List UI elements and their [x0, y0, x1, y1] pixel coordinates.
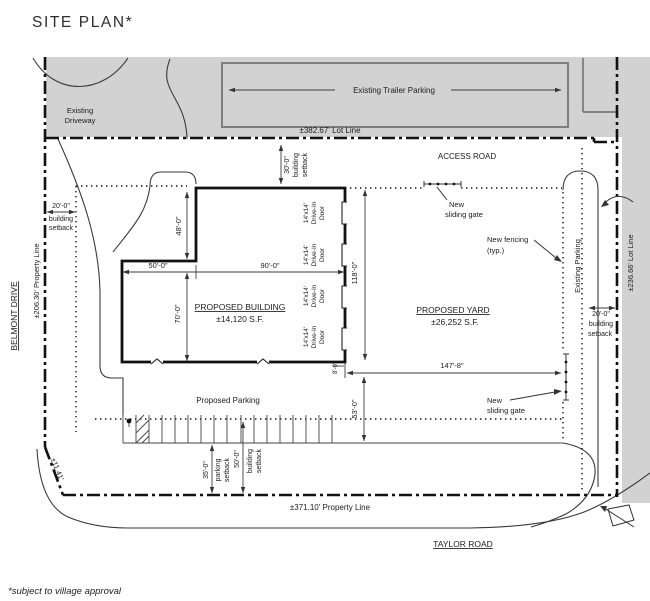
svg-text:sliding gate: sliding gate — [445, 210, 483, 219]
svg-text:Door: Door — [319, 205, 326, 220]
svg-text:14'x14': 14'x14' — [303, 327, 310, 347]
svg-text:Drive-In: Drive-In — [311, 201, 318, 224]
new-sliding-gate-bottom-label: New sliding gate — [487, 396, 525, 415]
dim-70: 70'-0" — [173, 304, 182, 323]
drive-in-door-openings — [341, 201, 347, 351]
svg-text:Drive-In: Drive-In — [311, 325, 318, 348]
svg-text:parking: parking — [215, 458, 222, 481]
svg-text:20'-0": 20'-0" — [52, 203, 70, 210]
sliding-gate-bottom — [509, 353, 569, 401]
dimension-lines — [46, 144, 616, 494]
new-sliding-gate-top-label: New sliding gate — [445, 200, 483, 219]
proposed-parking-stalls — [122, 414, 563, 444]
existing-driveway-label-line1: Existing — [67, 106, 93, 115]
driveway-curb-curves — [32, 57, 197, 415]
access-road-label: ACCESS ROAD — [438, 152, 496, 161]
fencing-leader — [533, 239, 562, 262]
drive-in-door-label-2: 14'x14' Drive-In Door — [303, 243, 326, 266]
svg-text:Drive-In: Drive-In — [311, 243, 318, 266]
existing-driveway-label-line2: Driveway — [65, 116, 96, 125]
page-title: SITE PLAN* — [32, 14, 133, 31]
svg-text:Drive-In: Drive-In — [311, 284, 318, 307]
existing-parking-label: Existing Parking — [573, 239, 582, 293]
drive-in-door-label-4: 14'x14' Drive-In Door — [303, 325, 326, 348]
pole-marker — [126, 418, 132, 424]
lot-line-top-label: ±382.67' Lot Line — [299, 126, 361, 135]
svg-text:35'-0": 35'-0" — [203, 461, 210, 479]
corner-cut-label: ±11.41' — [49, 456, 66, 482]
svg-text:New: New — [449, 200, 465, 209]
svg-text:Door: Door — [319, 329, 326, 344]
svg-text:Door: Door — [319, 247, 326, 262]
svg-text:20'-0": 20'-0" — [592, 311, 610, 318]
road-edge-curves — [36, 442, 650, 529]
proposed-building-area: ±14,120 S.F. — [216, 314, 264, 324]
svg-text:setback: setback — [49, 225, 74, 232]
dim-53: 53'-0" — [350, 399, 359, 418]
property-line-left-label: ±206.30' Property Line — [32, 243, 41, 318]
setback-top-label: 30'-0" building setback — [284, 152, 309, 177]
svg-text:50'-0": 50'-0" — [234, 450, 241, 468]
dim-48: 48'-0" — [174, 216, 183, 235]
hatched-stall — [135, 414, 150, 444]
taylor-road-label: TAYLOR ROAD — [433, 539, 493, 549]
svg-text:New: New — [487, 396, 503, 405]
proposed-building-label: PROPOSED BUILDING — [195, 302, 286, 312]
svg-text:14'x14': 14'x14' — [303, 286, 310, 306]
dim-147: 147'-8" — [440, 361, 464, 370]
svg-text:14'x14': 14'x14' — [303, 245, 310, 265]
setback-left-label: 20'-0" building setback — [49, 203, 74, 232]
svg-text:setback: setback — [256, 448, 263, 473]
setback-parking-label: 35'-0" parking setback — [203, 457, 231, 482]
existing-trailer-parking-area — [221, 58, 616, 128]
svg-text:building: building — [247, 449, 254, 473]
setback-building-south-label: 50'-0" building setback — [234, 448, 263, 473]
existing-trailer-parking-label: Existing Trailer Parking — [353, 86, 435, 95]
drive-in-door-label-1: 14'x14' Drive-In Door — [303, 201, 326, 224]
svg-text:sliding gate: sliding gate — [487, 406, 525, 415]
svg-text:Door: Door — [319, 288, 326, 303]
svg-text:New fencing: New fencing — [487, 235, 528, 244]
belmont-drive-label: BELMONT DRIVE — [9, 281, 19, 351]
svg-text:setback: setback — [224, 457, 231, 482]
property-line-bottom-label: ±371.10' Property Line — [290, 503, 371, 512]
existing-parking-lane-curbs — [562, 170, 599, 487]
dim-8: 8'-0" — [333, 362, 339, 374]
dim-50: 50'-0" — [148, 261, 167, 270]
setback-right-label: 20'-0" building setback — [588, 311, 613, 338]
curb-cut-arc — [601, 195, 634, 207]
svg-text:setback: setback — [302, 152, 309, 177]
svg-text:building: building — [589, 321, 613, 328]
proposed-building-outline — [120, 186, 347, 365]
south-door-notches — [150, 358, 270, 365]
boundary-lines — [43, 57, 619, 497]
traffic-island-symbol — [600, 504, 635, 528]
svg-text:30'-0": 30'-0" — [284, 156, 291, 174]
dim-118: 118'-0" — [350, 261, 359, 284]
new-fencing-label: New fencing (typ.) — [487, 235, 528, 255]
dim-90: 90'-0" — [260, 261, 279, 270]
proposed-yard-area: ±26,252 S.F. — [431, 317, 479, 327]
drive-in-door-label-3: 14'x14' Drive-In Door — [303, 284, 326, 307]
fence-and-setback-dotted-lines — [75, 148, 583, 490]
svg-text:(typ.): (typ.) — [487, 246, 505, 255]
svg-text:building: building — [49, 216, 73, 223]
sliding-gate-top — [423, 181, 462, 201]
proposed-parking-label: Proposed Parking — [196, 396, 260, 405]
lot-line-right-label: ±236.66' Lot Line — [626, 234, 635, 291]
svg-text:14'x14': 14'x14' — [303, 203, 310, 223]
svg-text:setback: setback — [588, 331, 613, 338]
proposed-yard-label: PROPOSED YARD — [416, 305, 489, 315]
svg-text:building: building — [293, 153, 300, 177]
footnote: *subject to village approval — [8, 586, 122, 597]
